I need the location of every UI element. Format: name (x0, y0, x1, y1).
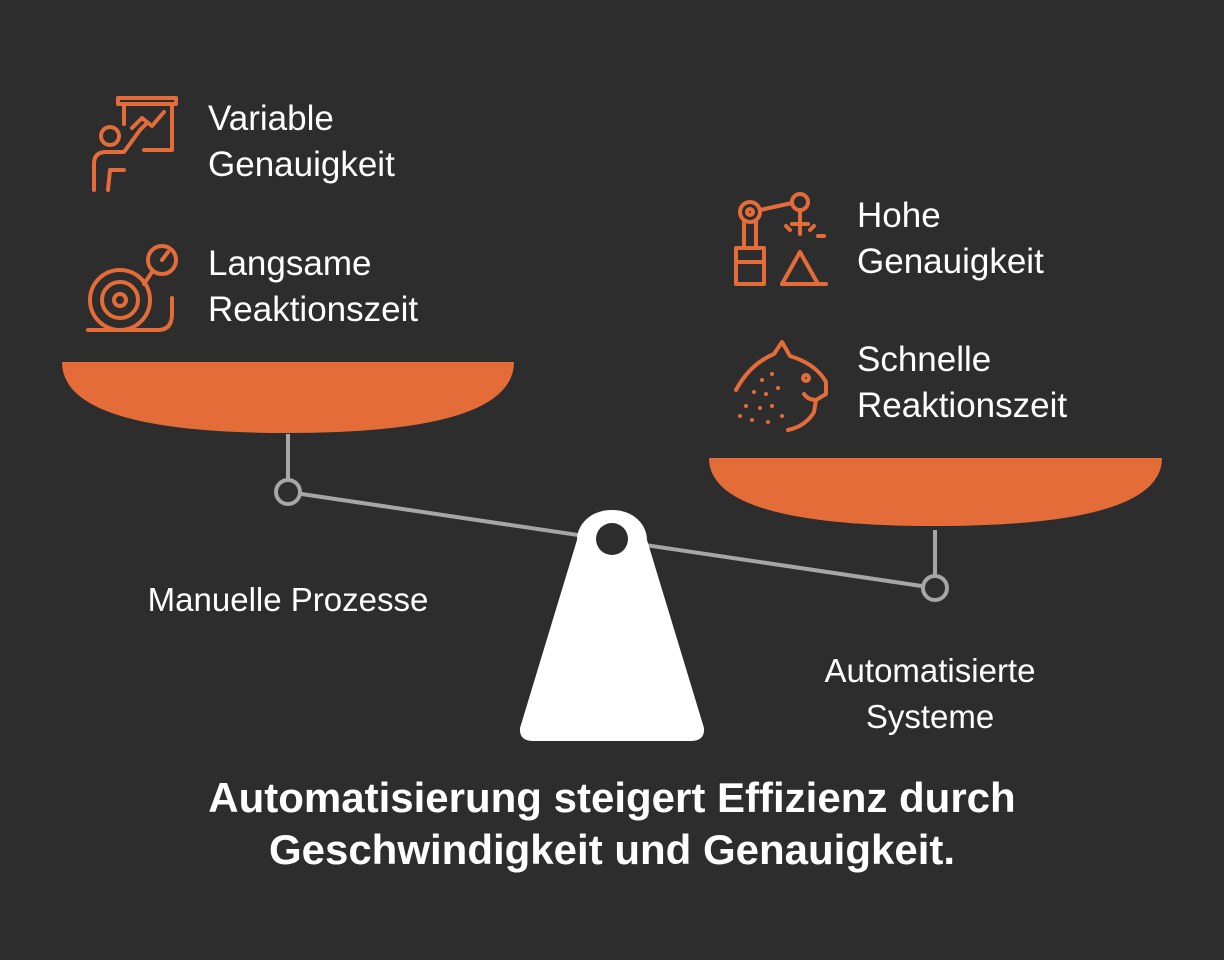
right-side-label-line2: Systeme (865, 698, 995, 735)
snail-icon (82, 238, 182, 338)
fulcrum-pivot-hole (596, 523, 628, 555)
right-pan (709, 458, 1162, 526)
right-side-label: Automatisierte Systeme (780, 648, 1080, 740)
left-item-response-line1: Langsame (208, 244, 372, 283)
diagram-caption: Automatisierung steigert Effizienz durch… (0, 772, 1224, 876)
left-item-precision-label: Variable Genauigkeit (208, 96, 395, 188)
robot-arm-icon (730, 190, 830, 290)
presenter-chart-icon (80, 94, 180, 194)
right-item-precision-label: Hohe Genauigkeit (857, 193, 1044, 285)
right-item-response-line1: Schnelle (857, 340, 992, 379)
right-item-response-line2: Reaktionszeit (857, 386, 1068, 425)
cheetah-icon (732, 334, 832, 434)
right-pivot (921, 574, 949, 602)
right-item-response-label: Schnelle Reaktionszeit (857, 337, 1067, 429)
left-side-label-text: Manuelle Prozesse (147, 581, 429, 618)
right-item-precision-line1: Hohe (857, 196, 941, 235)
left-pivot (274, 478, 302, 506)
left-pan (62, 362, 514, 433)
fulcrum (519, 510, 705, 741)
left-side-label: Manuelle Prozesse (88, 577, 488, 623)
caption-line1: Automatisierung steigert Effizienz durch (208, 774, 1016, 821)
left-item-precision-line1: Variable (208, 99, 334, 138)
left-item-precision-line2: Genauigkeit (208, 145, 395, 184)
caption-line2: Geschwindigkeit und Genauigkeit. (268, 826, 956, 873)
right-item-precision-line2: Genauigkeit (857, 242, 1044, 281)
left-item-response-label: Langsame Reaktionszeit (208, 241, 418, 333)
left-item-response-line2: Reaktionszeit (208, 290, 419, 329)
right-side-label-line1: Automatisierte (824, 652, 1036, 689)
